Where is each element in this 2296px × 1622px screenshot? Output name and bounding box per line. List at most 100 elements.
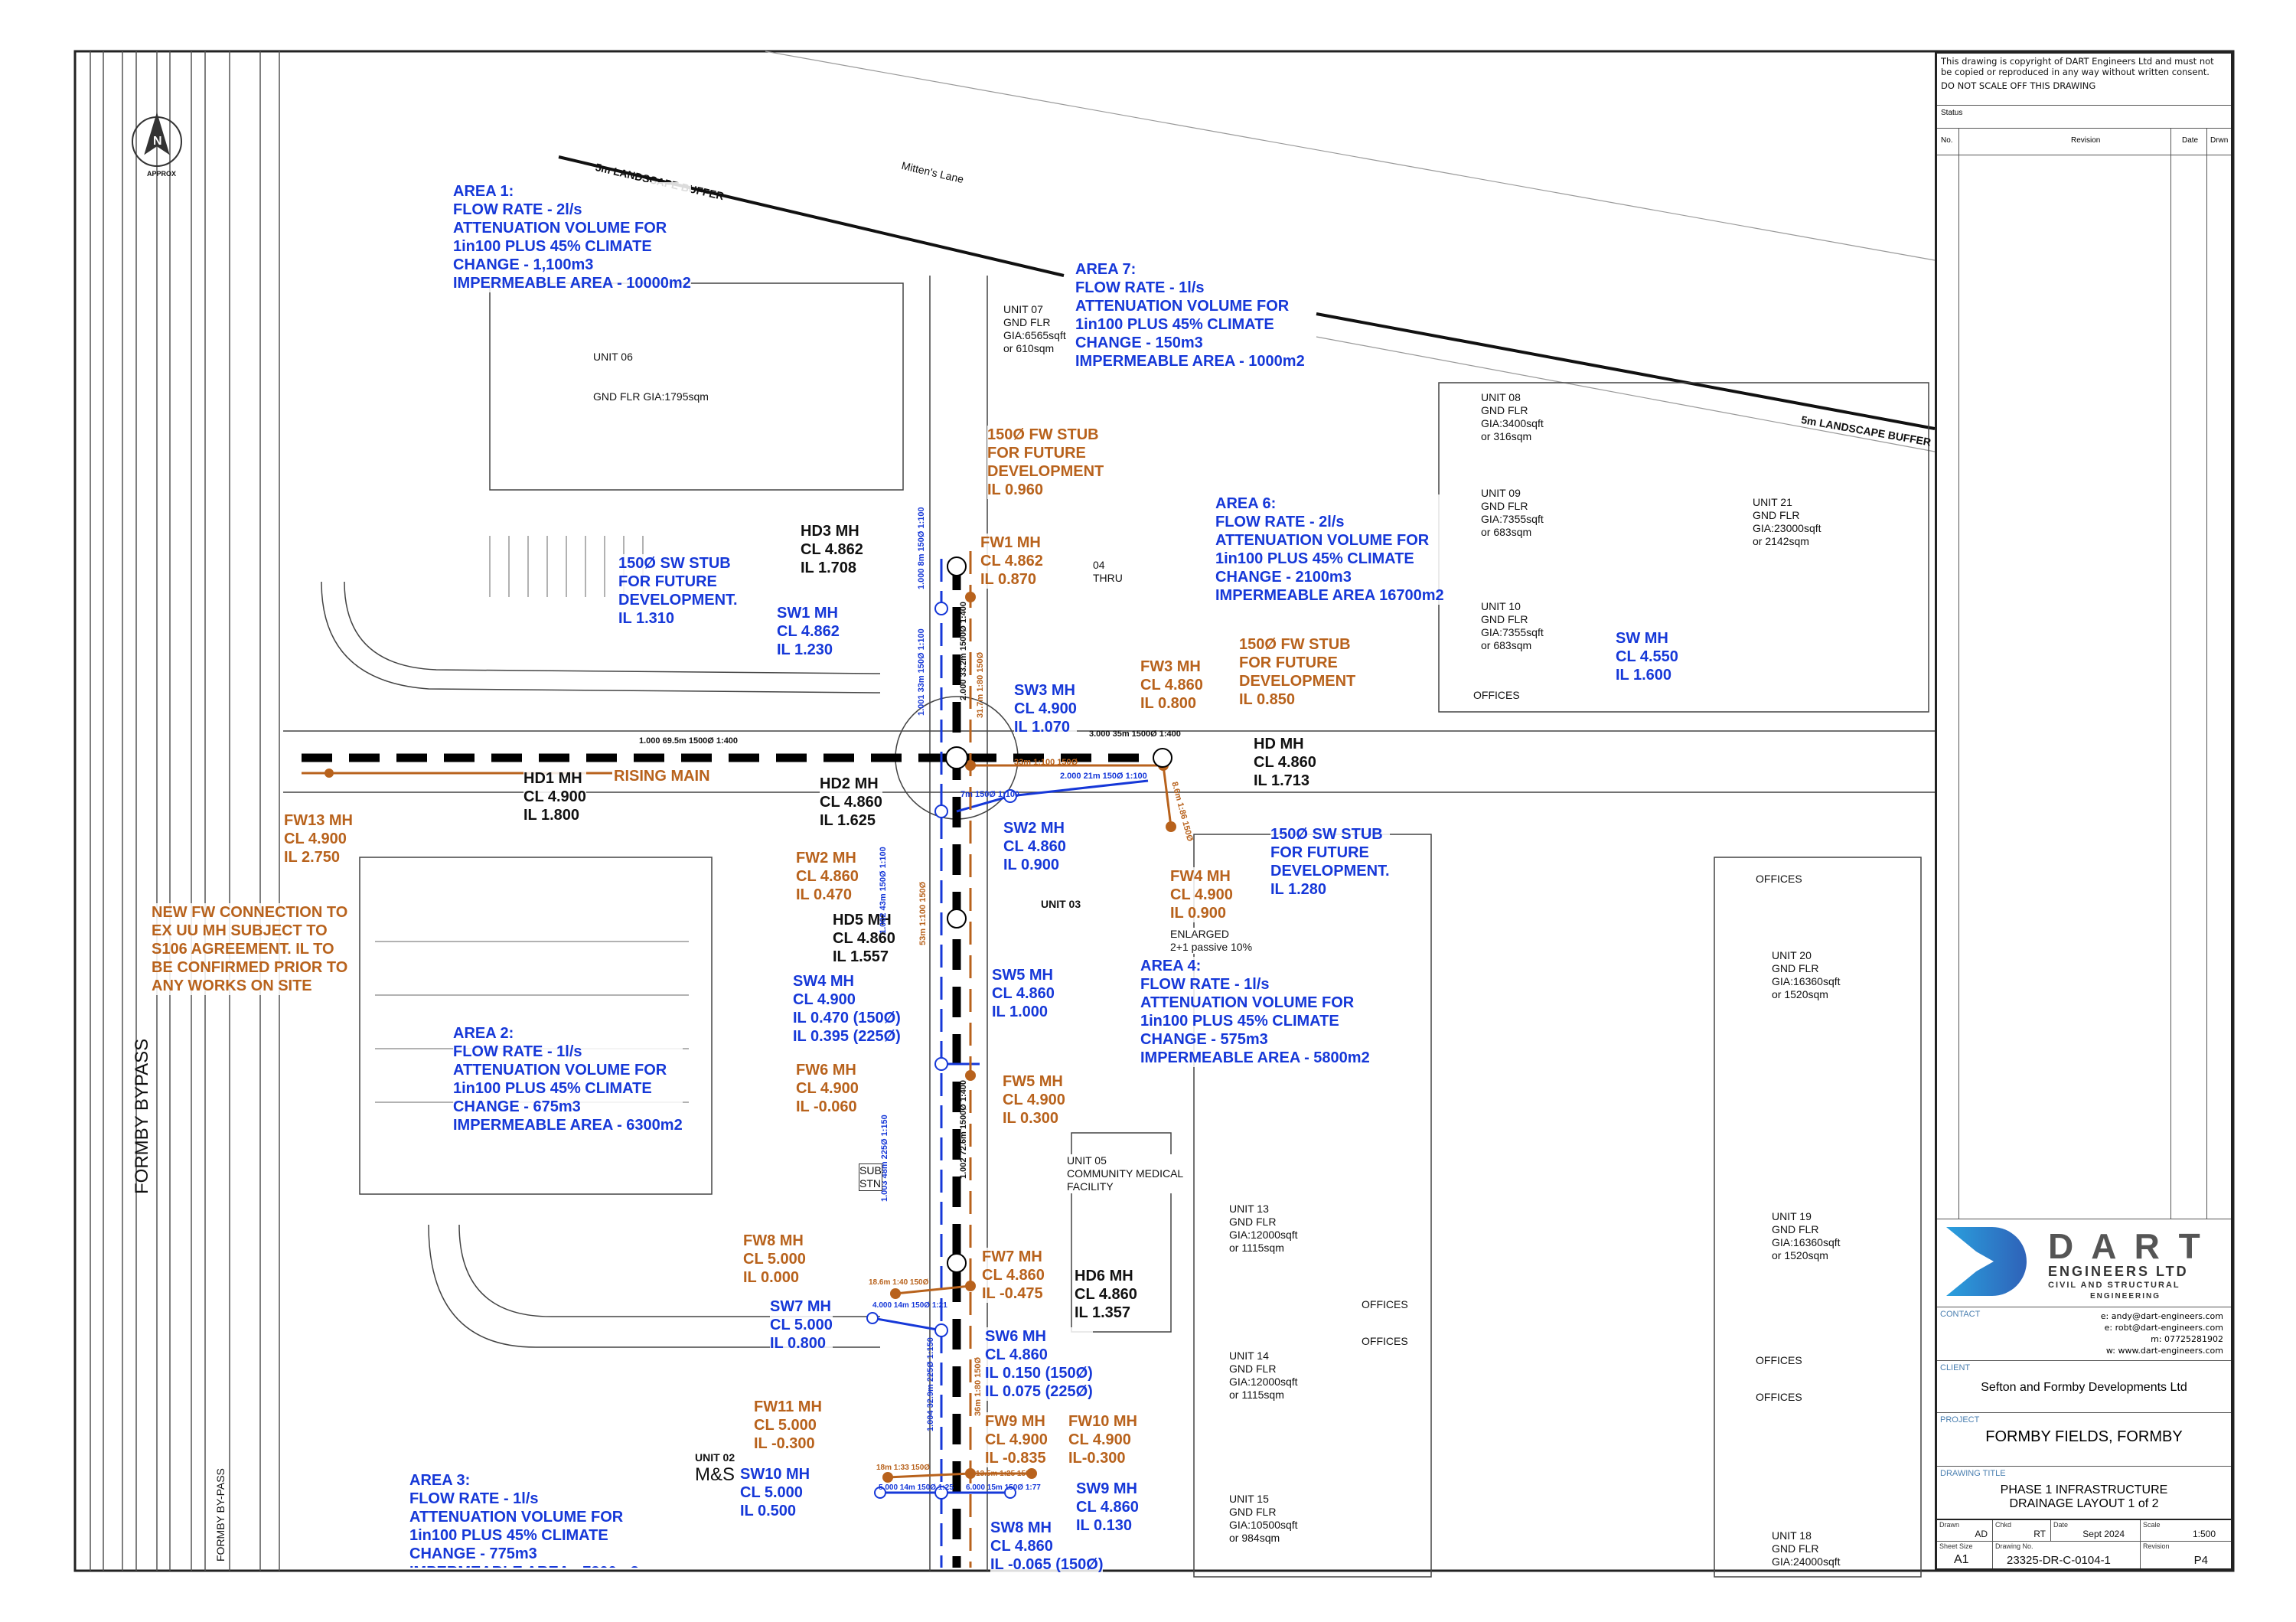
- copyright-text: This drawing is copyright of DART Engine…: [1941, 56, 2214, 77]
- drawing-title-line2: DRAINAGE LAYOUT 1 of 2: [2009, 1497, 2159, 1510]
- date-value: Sept 2024: [2082, 1529, 2125, 1539]
- drawing-title-label: DRAWING TITLE: [1940, 1469, 2006, 1478]
- pipe-label: 36m 1:80 150Ø: [974, 1356, 983, 1416]
- client-name: Sefton and Formby Developments Ltd: [1981, 1381, 2187, 1394]
- road-label-formby-bypass-small: FORMBY BY-PASS: [214, 1468, 227, 1562]
- manhole-fw11: FW11 MH CL 5.000 IL -0.300: [754, 1398, 822, 1453]
- sheet-size-label: Sheet Size: [1939, 1542, 1973, 1550]
- manhole-hd5: HD5 MH CL 4.860 IL 1.557: [833, 911, 895, 966]
- drawn-label: Drawn: [1939, 1521, 1960, 1529]
- manhole-sw: SW MH CL 4.550 IL 1.600: [1616, 629, 1678, 684]
- pipe-label: 33m 1:100 150Ø: [1014, 758, 1078, 767]
- unit-20-label: UNIT 20 GND FLR GIA:16360sqft or 1520sqm: [1772, 949, 1841, 1001]
- pipe-label: 1.002 43m 150Ø 1:100: [879, 847, 888, 934]
- scale-label: Scale: [2143, 1521, 2161, 1529]
- do-not-scale-note: DO NOT SCALE OFF THIS DRAWING: [1941, 80, 2096, 91]
- manhole-sw9: SW9 MH CL 4.860 IL 0.130: [1076, 1480, 1139, 1535]
- copyright-section: This drawing is copyright of DART Engine…: [1937, 54, 2231, 106]
- unit-06-label: UNIT 06: [593, 351, 633, 364]
- contact-section: CONTACT e: andy@dart-engineers.com e: ro…: [1937, 1307, 2231, 1361]
- drawing-no-label: Drawing No.: [1995, 1542, 2033, 1550]
- contact-label: CONTACT: [1940, 1310, 1981, 1319]
- area-1-label: AREA 1: FLOW RATE - 2l/s ATTENUATION VOL…: [453, 182, 691, 292]
- fw-stub-label: 150Ø FW STUB FOR FUTURE DEVELOPMENT IL 0…: [1239, 635, 1356, 709]
- manhole-fw5: FW5 MH CL 4.900 IL 0.300: [1003, 1072, 1065, 1128]
- manhole-fw3: FW3 MH CL 4.860 IL 0.800: [1140, 658, 1203, 713]
- pipe-label: 1.002 72.6m 1500Ø 1:400: [959, 1079, 968, 1179]
- manhole-sw3: SW3 MH CL 4.900 IL 1.070: [1014, 681, 1077, 736]
- pipe-label: 31.7m 1:80 150Ø: [976, 651, 985, 718]
- pipe-label: 1.001 33m 150Ø 1:100: [917, 628, 926, 716]
- revision-table: No. Revision Date Drwn: [1937, 129, 2231, 1219]
- unit-19-label: UNIT 19 GND FLR GIA:16360sqft or 1520sqm: [1772, 1210, 1841, 1262]
- manhole-fw13: FW13 MH CL 4.900 IL 2.750: [284, 811, 353, 866]
- area-4-label: AREA 4: FLOW RATE - 1l/s ATTENUATION VOL…: [1140, 957, 1370, 1067]
- substation-label: SUB STN: [859, 1163, 882, 1191]
- revision-value: P4: [2193, 1554, 2208, 1567]
- pipe-label: 4.000 14m 150Ø 1:21: [872, 1301, 947, 1310]
- pipe-label: 2.000 33.2m 1500Ø 1:400: [959, 601, 968, 700]
- drawing-no-value: 23325-DR-C-0104-1: [2007, 1554, 2111, 1567]
- offices-label: OFFICES: [1756, 873, 1802, 886]
- pipe-label: 18m 1:33 150Ø: [876, 1464, 931, 1472]
- project-label: PROJECT: [1940, 1415, 1980, 1425]
- chkd-value: RT: [2033, 1529, 2046, 1539]
- contact-mobile: m: 07725281902: [2151, 1334, 2223, 1344]
- contact-website[interactable]: w: www.dart-engineers.com: [2105, 1346, 2223, 1356]
- area-7-label: AREA 7: FLOW RATE - 1l/s ATTENUATION VOL…: [1075, 260, 1305, 370]
- manhole-hd: HD MH CL 4.860 IL 1.713: [1254, 735, 1316, 790]
- manhole-fw9: FW9 MH CL 4.900 IL -0.835: [985, 1412, 1048, 1467]
- manhole-fw6: FW6 MH CL 4.900 IL -0.060: [796, 1061, 859, 1116]
- manhole-sw1: SW1 MH CL 4.862 IL 1.230: [777, 604, 840, 659]
- manhole-fw7: FW7 MH CL 4.860 IL -0.475: [982, 1248, 1045, 1303]
- revision-header-row: No. Revision Date Drwn: [1937, 129, 2231, 155]
- drawing-title-line1: PHASE 1 INFRASTRUCTURE: [2000, 1483, 2168, 1496]
- manhole-sw4: SW4 MH CL 4.900 IL 0.470 (150Ø) IL 0.395…: [793, 972, 901, 1046]
- pipe-label: 13.5m 1:25 150Ø: [976, 1470, 1036, 1478]
- manhole-hd1: HD1 MH CL 4.900 IL 1.800: [523, 769, 586, 824]
- logo-dart: D A R T: [2048, 1226, 2205, 1266]
- pipe-label: 1.004 32.9m 225Ø 1:150: [926, 1337, 935, 1431]
- fw-stub-label: 150Ø FW STUB FOR FUTURE DEVELOPMENT IL 0…: [987, 426, 1104, 499]
- chkd-label: Chkd: [1995, 1521, 2012, 1529]
- manhole-sw6: SW6 MH CL 4.860 IL 0.150 (150Ø) IL 0.075…: [985, 1327, 1093, 1401]
- area-6-label: AREA 6: FLOW RATE - 2l/s ATTENUATION VOL…: [1215, 494, 1444, 605]
- unit-15-label: UNIT 15 GND FLR GIA:10500sqft or 984sqm: [1229, 1493, 1298, 1545]
- drawing-title-section: DRAWING TITLE PHASE 1 INFRASTRUCTURE DRA…: [1937, 1467, 2231, 1520]
- sw-stub-label: 150Ø SW STUB FOR FUTURE DEVELOPMENT. IL …: [1270, 825, 1390, 899]
- unit-10-label: UNIT 10 GND FLR GIA:7355sqft or 683sqm: [1481, 600, 1544, 652]
- pipe-label: 53m 1:100 150Ø: [918, 881, 928, 945]
- manhole-hd6: HD6 MH CL 4.860 IL 1.357: [1075, 1267, 1137, 1322]
- rev-col-no: No.: [1941, 136, 1953, 145]
- offices-label: OFFICES: [1756, 1391, 1802, 1404]
- scale-value: 1:500: [2192, 1529, 2216, 1539]
- client-section: CLIENT Sefton and Formby Developments Lt…: [1937, 1361, 2231, 1413]
- north-arrow-note: APPROX: [147, 170, 177, 178]
- status-section: Status: [1937, 106, 2231, 129]
- landscape-buffer-line: [1316, 312, 1936, 430]
- pipe-label: 18.6m 1:40 150Ø: [869, 1278, 929, 1287]
- manhole-fw4: FW4 MH CL 4.900 IL 0.900: [1170, 867, 1233, 922]
- unit-18-label: UNIT 18 GND FLR GIA:24000sqft: [1772, 1529, 1841, 1568]
- manhole-sw5: SW5 MH CL 4.860 IL 1.000: [992, 966, 1055, 1021]
- drawn-value: AD: [1975, 1529, 1988, 1539]
- unit-13-label: UNIT 13 GND FLR GIA:12000sqft or 1115sqm: [1229, 1203, 1298, 1255]
- unit-02-brand: M&S: [695, 1464, 735, 1485]
- project-section: PROJECT FORMBY FIELDS, FORMBY: [1937, 1413, 2231, 1467]
- title-block: This drawing is copyright of DART Engine…: [1935, 51, 2233, 1571]
- manhole-fw8: FW8 MH CL 5.000 IL 0.000: [743, 1232, 806, 1287]
- manhole-fw10: FW10 MH CL 4.900 IL-0.300: [1068, 1412, 1137, 1467]
- pipe-label: 6.000 15m 150Ø 1:77: [966, 1483, 1041, 1492]
- road-outlines: [283, 276, 1935, 1578]
- contact-email-robt[interactable]: e: robt@dart-engineers.com: [2104, 1323, 2223, 1333]
- offices-label: OFFICES: [1362, 1335, 1408, 1348]
- unit-07-label: UNIT 07 GND FLR GIA:6565sqft or 610sqm: [1003, 303, 1066, 355]
- north-arrow-letter: N: [153, 135, 162, 148]
- enlarged-note: ENLARGED 2+1 passive 10%: [1170, 928, 1253, 954]
- road-label-formby-bypass: FORMBY BYPASS: [132, 1038, 152, 1194]
- contact-email-andy[interactable]: e: andy@dart-engineers.com: [2100, 1311, 2223, 1321]
- unit-06-area: GND FLR GIA:1795sqm: [593, 390, 709, 403]
